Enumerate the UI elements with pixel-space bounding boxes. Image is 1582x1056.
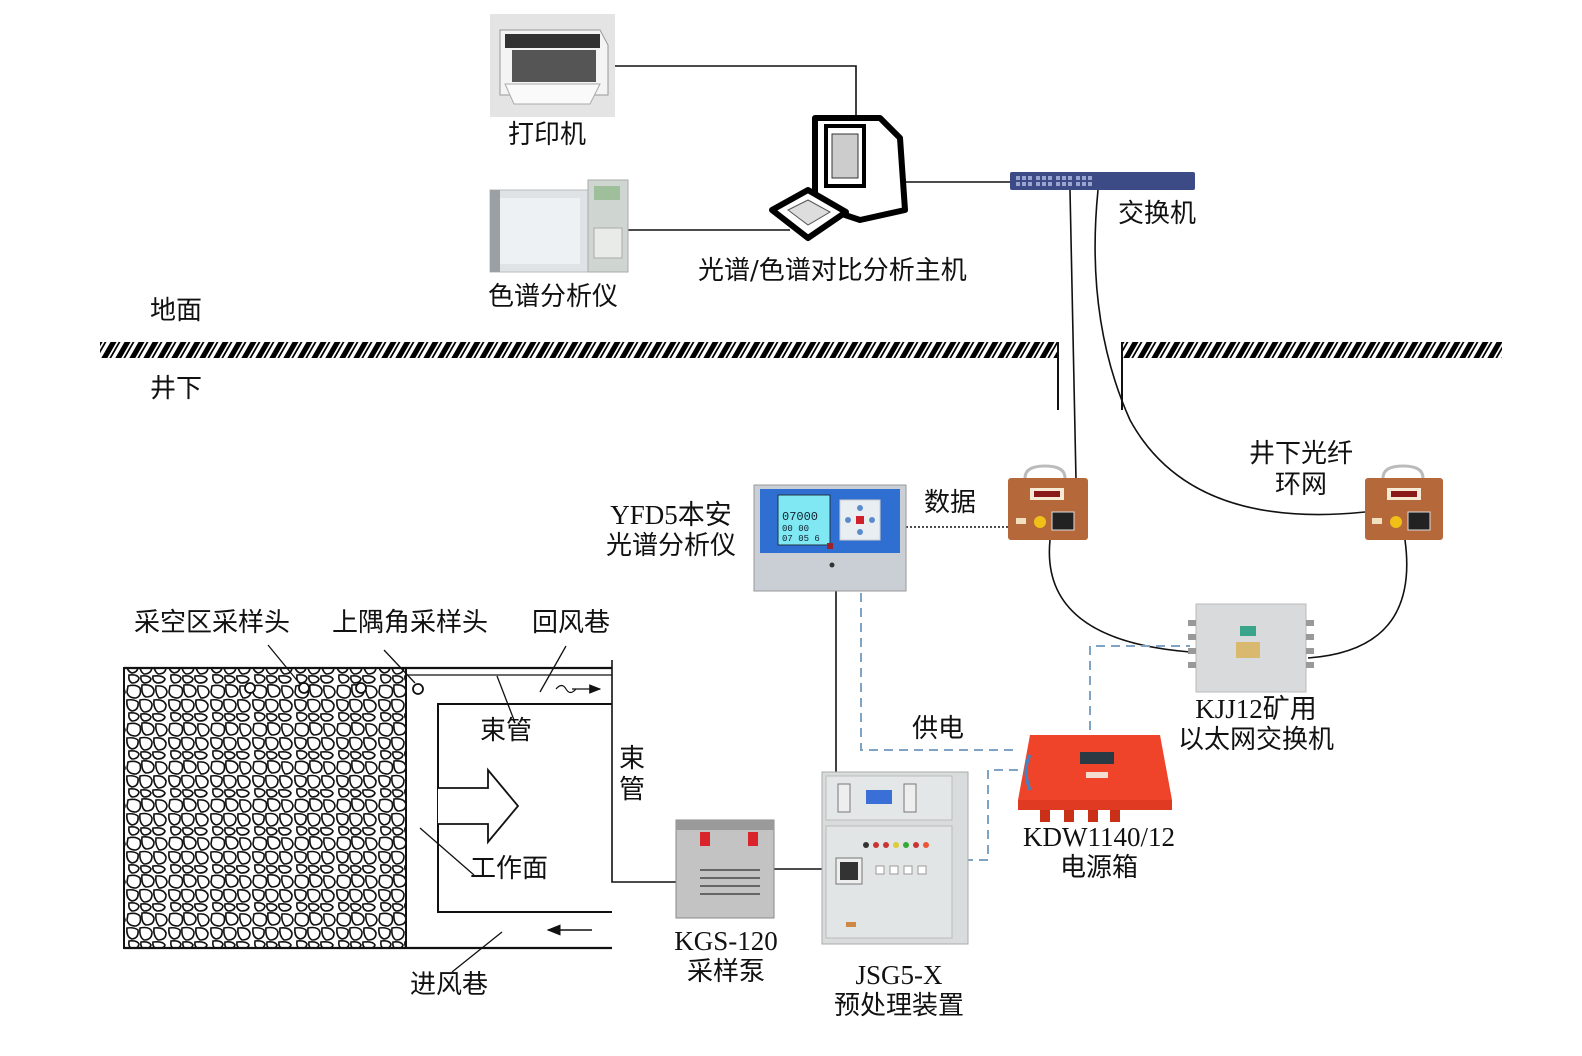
sampling-heads: [244, 682, 424, 695]
goaf-area: [123, 667, 407, 949]
return-airflow-wave: [555, 684, 577, 694]
bundle-tube-label: 束管: [480, 716, 533, 746]
cabinet-icon: [821, 771, 969, 945]
printer-label: 打印机: [508, 120, 587, 150]
power-box-icon: [1018, 735, 1172, 822]
power-line-mine-switch: [1089, 645, 1190, 730]
corner-sampler: [412, 683, 424, 695]
printer-cable: [615, 65, 857, 118]
mine-switch-name: 以太网交换机: [1177, 725, 1334, 755]
goaf-sampler-3: [355, 682, 367, 694]
data-link-label: 数据: [924, 488, 977, 518]
surface-zone-label: 地面: [150, 296, 203, 326]
pump-name: 采样泵: [686, 957, 765, 987]
leader-lines: [267, 644, 567, 973]
underground-cables: [611, 526, 1408, 883]
bundle-tube-char-2: 管: [618, 775, 645, 805]
lcd-readout-3: 07 05 6: [782, 534, 820, 544]
ground-hatch-right: [1122, 342, 1502, 358]
workface-schematic: [123, 644, 612, 973]
lcd-readout-1: 07000: [782, 510, 818, 524]
pump-model: KGS-120: [674, 926, 778, 956]
host-pc-label: 光谱/色谱对比分析主机: [698, 256, 967, 286]
spectrometer-model: YFD5本安: [610, 500, 732, 530]
bundle-tube-vertical-label: 束 管: [618, 744, 646, 806]
chromatograph-icon: [489, 179, 629, 273]
power-box-name: 电源箱: [1059, 853, 1138, 883]
pretreatment-name: 预处理装置: [833, 991, 964, 1021]
surface-cables: [615, 65, 1366, 516]
mine-switch-model: KJJ12矿用: [1195, 694, 1317, 724]
chromatograph-label: 色谱分析仪: [488, 282, 619, 312]
power-box-label: KDW1140/12 电源箱: [1014, 822, 1184, 884]
goaf-sampler-2: [298, 682, 310, 694]
return-airway-label: 回风巷: [532, 608, 611, 638]
pretreatment-model: JSG5-X: [855, 960, 943, 990]
network-switch-icon: [1010, 172, 1195, 190]
pump-icon: [675, 819, 775, 919]
right-node-to-mine-switch-cable: [1307, 539, 1408, 659]
computer-icon: [769, 115, 908, 241]
bundle-tube-to-pump: [611, 660, 676, 883]
intake-airway-label: 进风巷: [410, 970, 489, 1000]
printer-icon: [490, 14, 615, 117]
power-line-spectrometer: [860, 593, 1018, 751]
underground-zone-label: 井下: [150, 374, 203, 404]
fiber-ring-line1: 井下光纤: [1248, 439, 1353, 469]
power-supply-lines: [860, 593, 1190, 861]
switch-downlink-cable: [1069, 189, 1077, 481]
fiber-ring-label: 井下光纤 环网: [1238, 439, 1364, 501]
power-line-pretreatment: [968, 769, 1018, 861]
lcd-readout-2: 00 00: [782, 524, 809, 534]
power-link-label: 供电: [912, 714, 965, 744]
pretreatment-label: JSG5-X 预处理装置: [822, 960, 976, 1022]
fiber-ring-upper-cable: [1094, 189, 1366, 516]
fiber-node-left: [1008, 464, 1088, 540]
ground-hatch-left: [100, 342, 1058, 358]
mine-switch-icon: [1188, 603, 1314, 693]
spectrometer-icon: 07000 00 00 07 05 6: [753, 484, 907, 592]
spectrometer-label: YFD5本安 光谱分析仪: [598, 500, 744, 562]
spectrometer-name: 光谱分析仪: [605, 531, 736, 561]
power-box-model: KDW1140/12: [1023, 822, 1175, 852]
goaf-sampler-1: [244, 682, 256, 694]
corner-sampler-label: 上隅角采样头: [332, 608, 489, 638]
fiber-ring-line2: 环网: [1274, 470, 1327, 500]
advance-direction-arrow: [438, 767, 520, 845]
mine-switch-label: KJJ12矿用 以太网交换机: [1168, 694, 1344, 756]
ground-surface-line: [100, 342, 1502, 410]
fiber-node-right: [1365, 464, 1443, 540]
bundle-tube-char-1: 束: [618, 744, 645, 774]
left-node-to-mine-switch-cable: [1048, 539, 1191, 653]
working-face-label: 工作面: [470, 854, 549, 884]
switch-label: 交换机: [1118, 199, 1197, 229]
pump-label: KGS-120 采样泵: [664, 926, 788, 988]
goaf-sampler-label: 采空区采样头: [134, 608, 291, 638]
